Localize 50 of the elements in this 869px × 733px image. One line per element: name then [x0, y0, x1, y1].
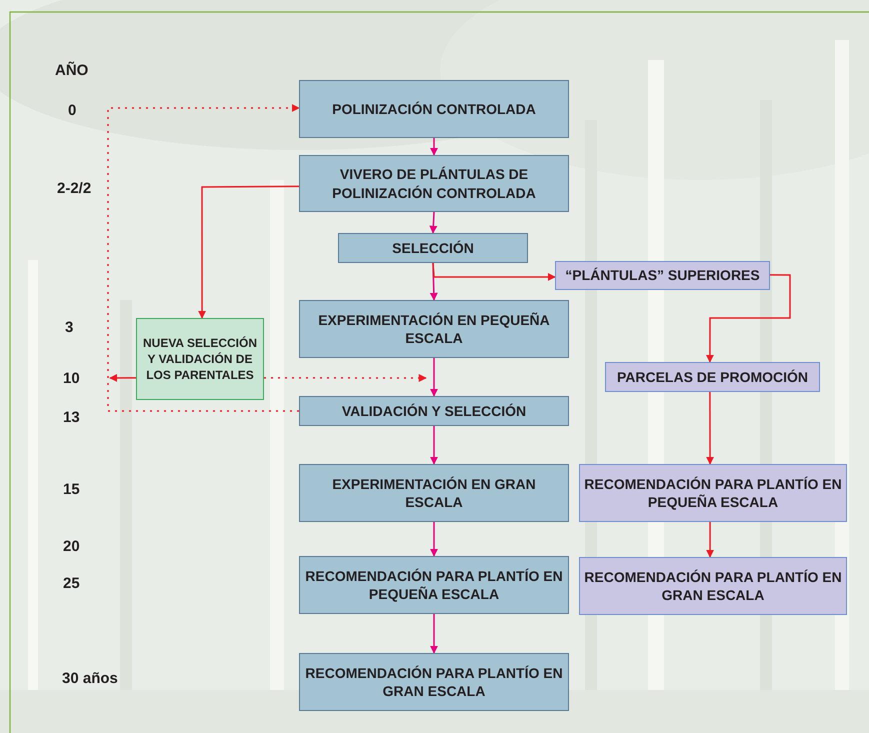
process-box [555, 261, 770, 290]
year-label: 30 años [62, 670, 118, 687]
box-label: VALIDACIÓN Y SELECCIÓN [340, 402, 528, 420]
process-box [605, 362, 820, 392]
box-label: PARCELAS DE PROMOCIÓN [616, 368, 810, 386]
process-box [338, 233, 528, 263]
arrow [706, 522, 714, 558]
arrow [430, 358, 438, 397]
arrow [706, 274, 791, 363]
arrow [430, 426, 438, 465]
box-label: “PLÁNTULAS” SUPERIORES [564, 266, 761, 285]
year-label: 10 [63, 370, 80, 387]
box-label: RECOMENDACIÓN PARA PLANTÍO EN GRAN ESCALA [583, 568, 843, 604]
process-box [299, 155, 569, 212]
year-label: 2-2/2 [57, 180, 92, 197]
process-box [299, 653, 569, 711]
process-box [579, 557, 847, 615]
box-label: RECOMENDACIÓN PARA PLANTÍO EN PEQUEÑA ESCALA [304, 566, 564, 604]
process-box [136, 318, 264, 400]
year-label: 3 [65, 319, 74, 336]
year-label: 25 [63, 575, 80, 592]
year-label: 0 [68, 102, 76, 119]
box-label: SELECCIÓN [391, 238, 475, 258]
arrow [429, 212, 438, 234]
box-label: RECOMENDACIÓN PARA PLANTÍO EN GRAN ESCALA [304, 664, 564, 700]
process-box [299, 396, 569, 426]
year-label: 15 [63, 481, 80, 498]
year-label: 13 [63, 409, 80, 426]
arrow [430, 522, 438, 557]
box-label: NUEVA SELECCIÓN Y VALIDACIÓN DE LOS PARENTALES [142, 334, 258, 384]
arrow [430, 614, 438, 654]
process-box [299, 556, 569, 614]
arrow [198, 186, 299, 319]
arrow [109, 374, 136, 382]
process-box [299, 80, 569, 138]
process-box [299, 464, 569, 522]
arrow [107, 104, 300, 412]
arrow [432, 262, 556, 281]
arrow [706, 392, 714, 465]
arrow [264, 374, 427, 382]
process-box [299, 300, 569, 358]
box-label: RECOMENDACIÓN PARA PLANTÍO EN PEQUEÑA ESCALA [583, 474, 843, 512]
year-label: AÑO [55, 62, 88, 79]
process-box [579, 464, 847, 522]
arrow [430, 138, 438, 156]
box-label: EXPERIMENTACIÓN EN GRAN ESCALA [331, 474, 537, 512]
box-label: EXPERIMENTACIÓN EN PEQUEÑA ESCALA [317, 310, 551, 348]
box-label: VIVERO DE PLÁNTULAS DE POLINIZACIÓN CONTROLADA [331, 165, 537, 202]
box-label: POLINIZACIÓN CONTROLADA [331, 100, 537, 118]
year-label: 20 [63, 538, 80, 555]
